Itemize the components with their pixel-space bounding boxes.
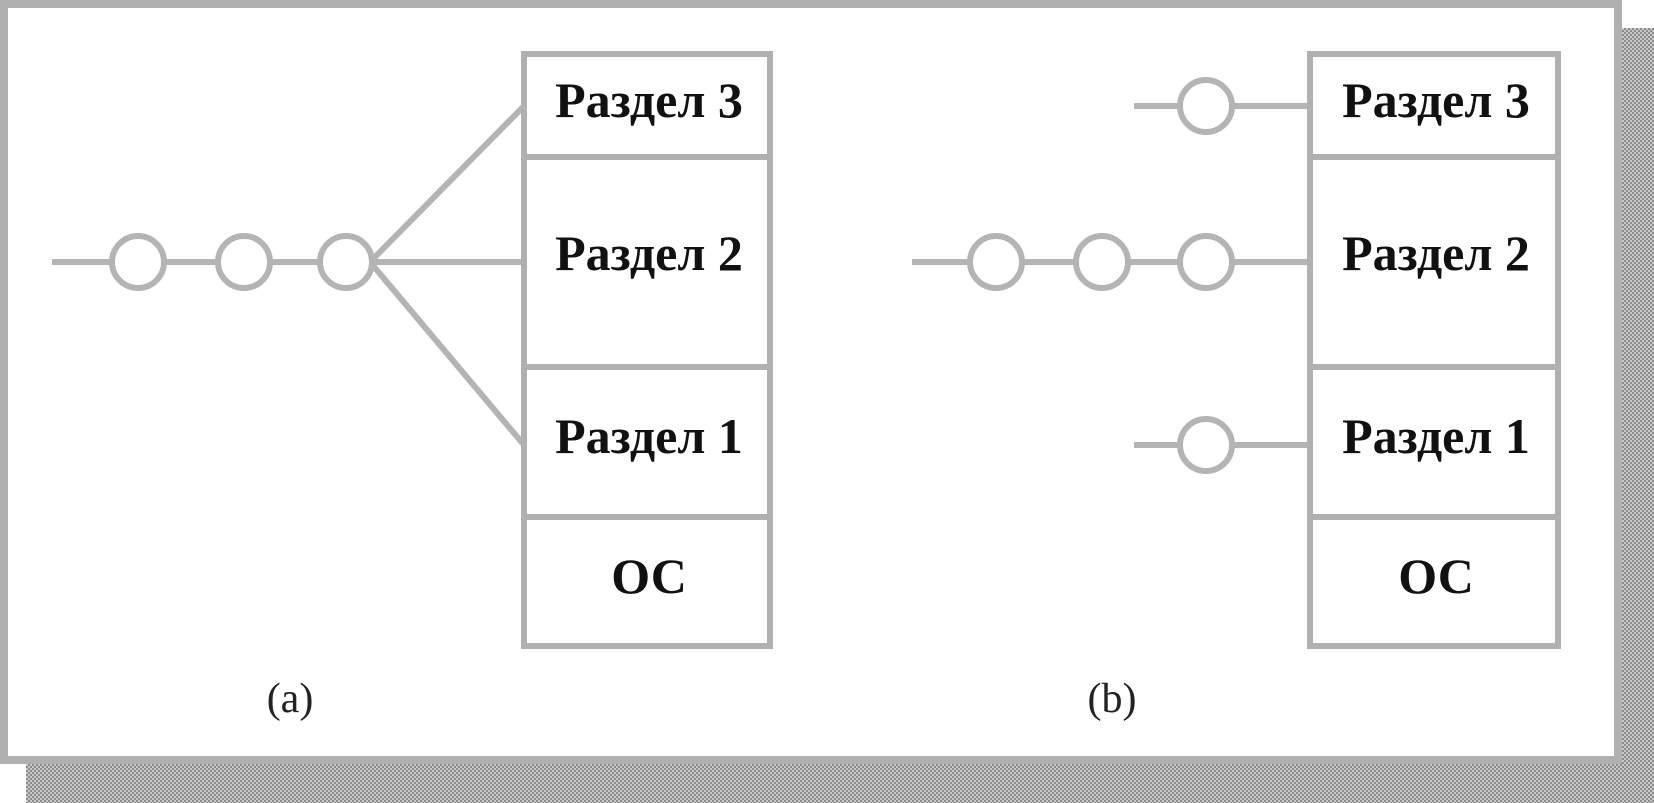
- queue-job-circle: [317, 233, 375, 291]
- partition-1-label-a: Раздел 1: [555, 408, 743, 464]
- partition-2-label-b: Раздел 2: [1342, 225, 1530, 281]
- queue-job-circle: [1177, 416, 1235, 474]
- panel-a: Раздел 3 Раздел 2 Раздел 1 ОС (a): [52, 51, 773, 722]
- queue-job-circle: [1177, 233, 1235, 291]
- partition-1-label-b: Раздел 1: [1342, 408, 1530, 464]
- queue-job-circle: [215, 233, 273, 291]
- queue-job-circle: [967, 233, 1025, 291]
- queue-job-circle: [1073, 233, 1131, 291]
- partition-3-label-a: Раздел 3: [555, 72, 743, 128]
- branch-to-partition-1-a: [367, 260, 527, 447]
- panel-b: Раздел 3 Раздел 2 Раздел 1 ОС (b): [912, 51, 1561, 722]
- partition-3-label-b: Раздел 3: [1342, 72, 1530, 128]
- os-label-a: ОС: [611, 548, 687, 604]
- queue-job-circle: [109, 233, 167, 291]
- caption-b: (b): [1088, 676, 1137, 722]
- branch-to-partition-3-a: [367, 103, 527, 265]
- memory-box-b: [1307, 51, 1561, 649]
- os-label-b: ОС: [1398, 548, 1474, 604]
- memory-box-a: [521, 51, 773, 649]
- caption-a: (a): [267, 676, 314, 722]
- queue-job-circle: [1177, 77, 1235, 135]
- partition-2-label-a: Раздел 2: [555, 225, 743, 281]
